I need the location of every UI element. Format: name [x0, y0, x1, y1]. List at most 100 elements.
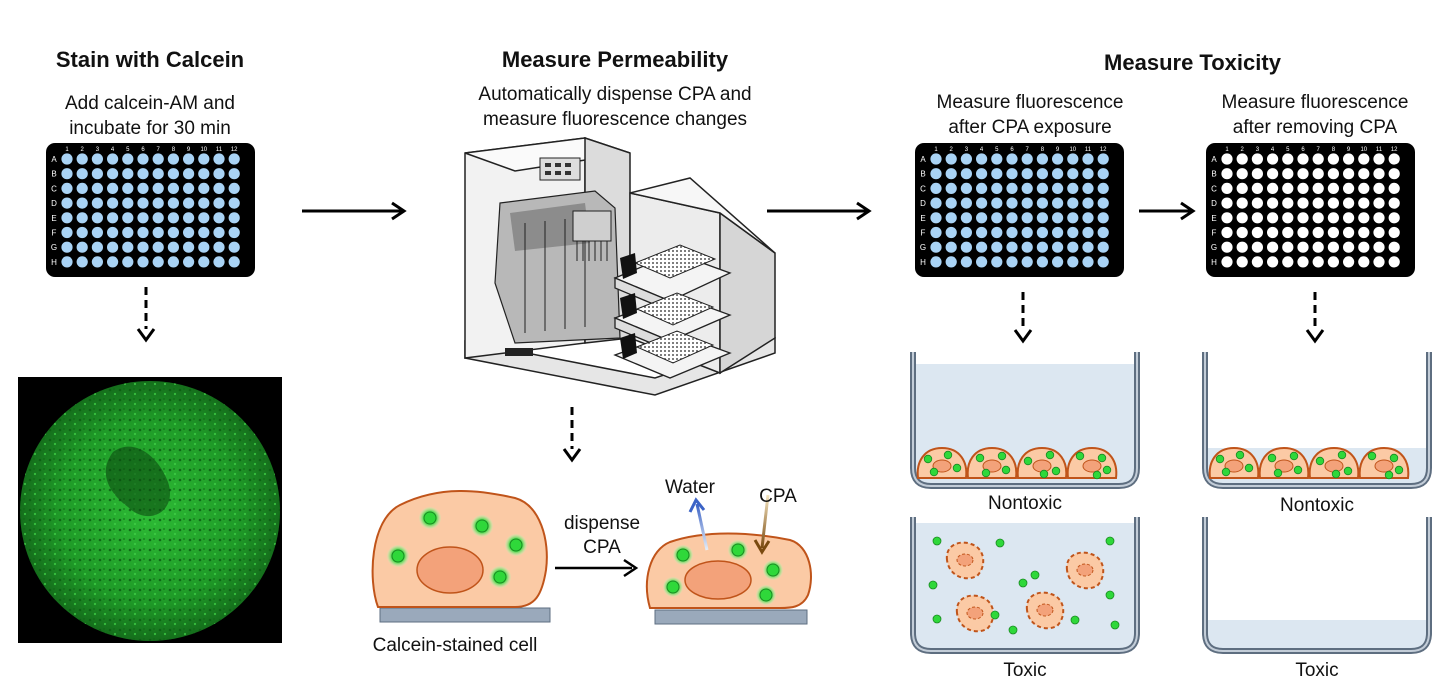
plate-well	[1312, 197, 1324, 209]
plate-well	[1267, 212, 1279, 224]
plate-well	[167, 197, 179, 209]
plate-well	[1251, 197, 1263, 209]
plate-well	[1006, 256, 1018, 268]
free-calcein-dot	[995, 538, 1005, 548]
plate-column-label: 10	[1360, 147, 1367, 153]
plate-well	[228, 182, 240, 194]
plate-column-label: 11	[1085, 147, 1092, 153]
plate-well	[960, 212, 972, 224]
plate-well	[1297, 153, 1309, 165]
plate-row-label: G	[920, 243, 926, 252]
plate-well	[960, 182, 972, 194]
plate-well	[1373, 197, 1385, 209]
plate-well	[1312, 226, 1324, 239]
water-label: Water	[665, 477, 715, 498]
plate-well	[152, 153, 164, 165]
plate-well	[1297, 241, 1309, 253]
plate-well	[1067, 241, 1079, 253]
plate-well	[991, 153, 1003, 165]
plate-well	[930, 212, 942, 224]
dashed-down-arrow-icon	[136, 287, 156, 343]
plate-well	[1021, 241, 1033, 253]
plate-well	[976, 241, 988, 253]
free-calcein-dot	[1105, 590, 1115, 600]
toxic-label-removal: Toxic	[1295, 660, 1339, 681]
plate-well	[183, 226, 195, 239]
plate-well	[1312, 241, 1324, 253]
plate-well	[1251, 256, 1263, 268]
plate-well	[945, 256, 957, 268]
plate-well	[945, 226, 957, 239]
plate-well	[1327, 168, 1339, 180]
healthy-cell	[1208, 446, 1260, 479]
fluorescence-micrograph	[18, 377, 282, 643]
plate-well	[1236, 153, 1248, 165]
plate-well	[1343, 241, 1355, 253]
plate-row-label: G	[51, 243, 57, 252]
stain-title: Stain with Calcein	[55, 47, 245, 72]
plate-well	[1312, 256, 1324, 268]
plate-well	[183, 212, 195, 224]
plate-well	[1052, 168, 1064, 180]
plate-well	[122, 168, 134, 180]
plate-well	[152, 256, 164, 268]
plate-well	[228, 168, 240, 180]
plate-well	[183, 256, 195, 268]
permeability-title: Measure Permeability	[501, 47, 729, 72]
plate-well	[1358, 212, 1370, 224]
plate-well	[1082, 212, 1094, 224]
plate-row-label: D	[51, 199, 57, 208]
permeability-subtitle-line2: measure fluorescence changes	[482, 109, 748, 130]
plate-well	[1358, 241, 1370, 253]
plate-well	[122, 153, 134, 165]
plate-well	[1221, 226, 1233, 239]
plate-well	[1358, 226, 1370, 239]
plate-column-label: 2	[81, 147, 85, 153]
nontoxic-label-removal: Nontoxic	[1280, 495, 1354, 516]
plate-well	[930, 182, 942, 194]
plate-well	[1052, 212, 1064, 224]
plate-well	[1036, 212, 1048, 224]
free-calcein-dot	[1105, 536, 1115, 546]
plate-well	[76, 256, 88, 268]
plate-well	[122, 182, 134, 194]
plate-well	[213, 212, 225, 224]
plate-well	[1388, 212, 1400, 224]
plate-well	[213, 241, 225, 253]
plate-well	[1358, 168, 1370, 180]
plate-well	[91, 182, 103, 194]
plate-well	[1036, 168, 1048, 180]
plate-well	[122, 212, 134, 224]
plate-well	[960, 256, 972, 268]
plate-well	[1373, 182, 1385, 194]
lysed-cell	[1025, 591, 1065, 630]
plate-well	[228, 241, 240, 253]
plate-well	[1221, 212, 1233, 224]
plate-column-label: 12	[231, 147, 238, 153]
plate-well	[228, 153, 240, 165]
plate-well	[1251, 168, 1263, 180]
plate-well	[1343, 212, 1355, 224]
plate-well	[1236, 241, 1248, 253]
plate-column-label: 7	[157, 147, 161, 153]
plate-well	[991, 226, 1003, 239]
plate-well	[183, 168, 195, 180]
plate-column-label: 10	[200, 147, 207, 153]
plate-well	[1267, 153, 1279, 165]
plate-well	[1343, 153, 1355, 165]
plate-well	[1373, 226, 1385, 239]
plate-well	[183, 153, 195, 165]
plate-well	[1388, 256, 1400, 268]
plate-well	[1067, 168, 1079, 180]
plate-well	[61, 182, 73, 194]
plate-well	[1052, 197, 1064, 209]
plate-well	[137, 212, 149, 224]
plate-column-label: 10	[1069, 147, 1076, 153]
plate-well	[1267, 226, 1279, 239]
plate-well	[1236, 182, 1248, 194]
plate-well	[960, 197, 972, 209]
plate-well	[1036, 182, 1048, 194]
permeability-cell-diagram	[371, 490, 812, 625]
